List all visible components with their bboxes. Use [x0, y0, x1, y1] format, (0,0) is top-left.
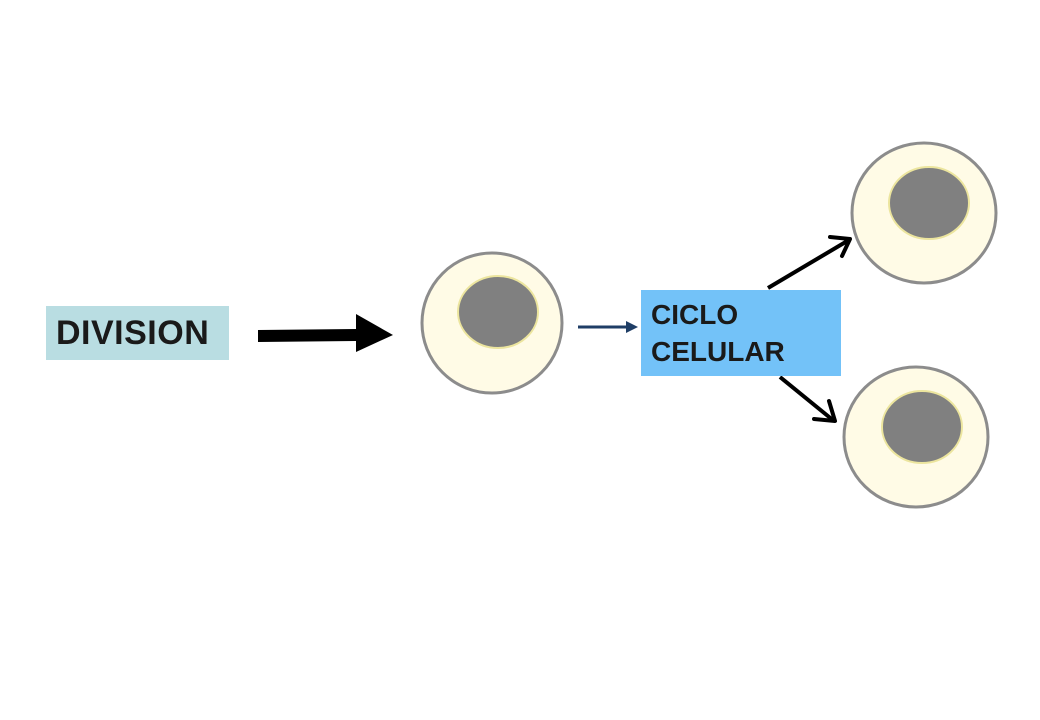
nucleus-icon	[457, 275, 539, 349]
ciclo-celular-label: CICLO CELULAR	[641, 290, 841, 376]
nucleus-icon	[881, 390, 963, 464]
parent-cell	[420, 251, 564, 395]
ciclo-label-line2: CELULAR	[651, 336, 785, 367]
division-arrow	[258, 314, 393, 352]
division-label: DIVISION	[46, 306, 229, 360]
arrow-to-lower-daughter	[778, 375, 837, 423]
daughter-cell-lower	[842, 365, 990, 509]
cycle-arrow	[578, 321, 638, 333]
daughter-cell-upper	[850, 141, 998, 285]
ciclo-label-line1: CICLO	[651, 299, 739, 330]
arrow-to-upper-daughter	[766, 235, 852, 290]
nucleus-icon	[888, 166, 970, 240]
